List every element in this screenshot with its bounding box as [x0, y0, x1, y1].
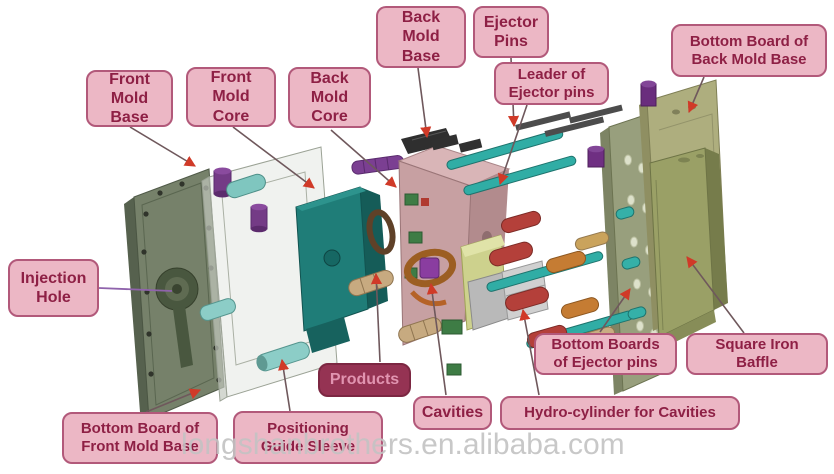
cavity-core-purple: [419, 257, 440, 279]
leader-front-mold-base: [129, 126, 196, 167]
label-positioning-guide-sleeve: Positioning Guide Sleeve: [233, 411, 383, 464]
leader-back-mold-base: [417, 67, 432, 139]
leader-positioning-guide-sleeve: [278, 358, 291, 412]
sprue-handle-ring: [366, 209, 396, 255]
leader-back-mold-core: [330, 129, 397, 188]
ejector-pins-cluster: [431, 104, 647, 349]
square-iron-baffle-plate: [649, 147, 728, 349]
leader-injection-hole: [98, 287, 173, 292]
label-bottom-board-of-front-mold-base: Bottom Board of Front Mold Base: [62, 412, 218, 464]
label-bottom-board-of-back-mold-base: Bottom Board of Back Mold Base: [671, 24, 827, 77]
leader-products: [370, 272, 383, 363]
guide-sleeve-teal-left: [199, 298, 236, 321]
leader-hydro-cylinder: [519, 308, 540, 396]
label-leader-of-ejector-pins: Leader of Ejector pins: [494, 62, 609, 105]
leader-bottom-boards-ejector: [599, 288, 631, 333]
watermark-text: longshanbrothers.en.alibaba.com: [181, 428, 625, 461]
label-square-iron-baffle: Square Iron Baffle: [686, 333, 828, 375]
label-back-mold-core: Back Mold Core: [288, 67, 371, 128]
guide-sleeve-teal-top: [226, 173, 266, 199]
leader-square-iron-baffle: [686, 256, 745, 334]
cavity-ring: [403, 248, 457, 288]
label-ejector-pins: Ejector Pins: [473, 6, 549, 58]
leader-bottom-board-front: [145, 388, 202, 413]
label-front-mold-core: Front Mold Core: [186, 67, 276, 127]
guide-pin-purple-2: [250, 203, 268, 233]
label-hydro-cylinder-for-cavities: Hydro-cylinder for Cavities: [500, 396, 740, 430]
leader-leader-of-ejector-pins: [497, 104, 528, 186]
positioning-guide-sleeve-part: [256, 341, 310, 372]
leader-bottom-board-back: [687, 76, 705, 114]
label-front-mold-base: Front Mold Base: [86, 70, 173, 127]
label-cavities: Cavities: [413, 396, 492, 430]
label-bottom-boards-of-ejector-pins: Bottom Boards of Ejector pins: [534, 333, 677, 375]
label-back-mold-base: Back Mold Base: [376, 6, 466, 68]
leader-cavities: [426, 282, 447, 396]
label-injection-hole: Injection Hole: [8, 259, 99, 317]
label-products: Products: [318, 363, 411, 397]
leader-front-mold-core: [232, 126, 315, 189]
